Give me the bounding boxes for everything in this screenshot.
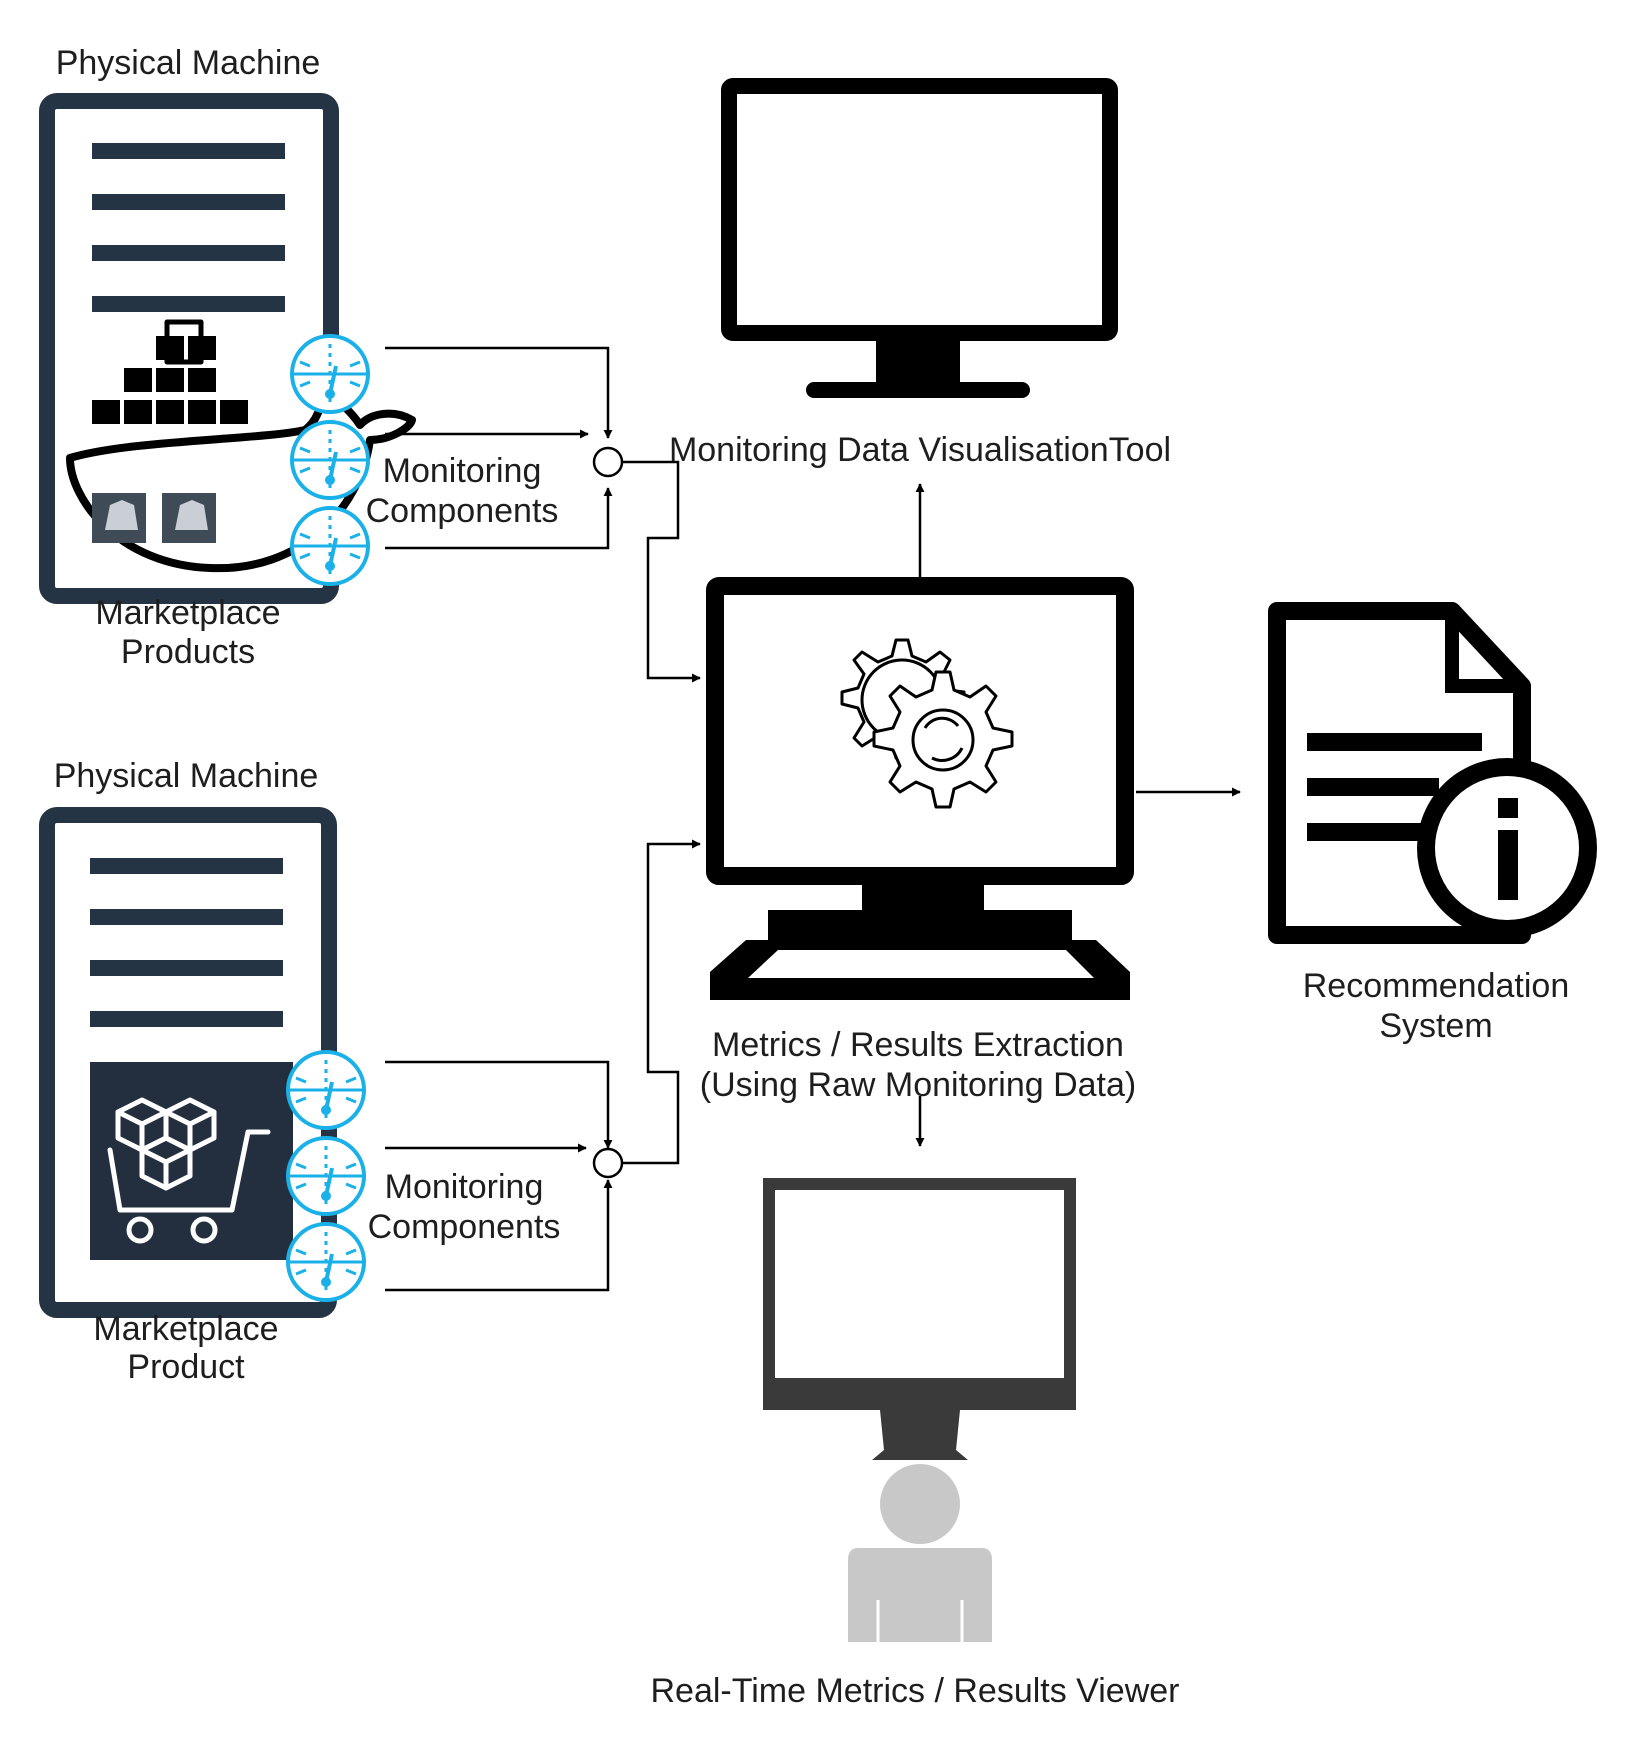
extraction-label-line1: Metrics / Results Extraction xyxy=(712,1026,1124,1064)
recommendation-label-line2: System xyxy=(1379,1007,1492,1045)
machine-1-connectors xyxy=(385,346,701,683)
product-2-label-line2: Product xyxy=(127,1348,245,1386)
product-1-label-line2: Products xyxy=(121,633,255,671)
recommendation-label-line1: Recommendation xyxy=(1303,967,1569,1005)
viewer-label: Real-Time Metrics / Results Viewer xyxy=(650,1672,1179,1710)
machine-2-connectors xyxy=(385,839,701,1292)
physical-machine-1: Physical Machine xyxy=(39,44,559,671)
machine-2-title: Physical Machine xyxy=(54,757,319,795)
visualisation-tool-label: Monitoring Data VisualisationTool xyxy=(669,431,1171,469)
product-thumbnails xyxy=(92,493,216,543)
physical-machine-2: Physical Machine xyxy=(39,757,561,1386)
monitoring-1-label-line1: Monitoring xyxy=(383,452,542,490)
monitoring-2-label-line1: Monitoring xyxy=(385,1168,544,1206)
monitoring-probes-1 xyxy=(290,334,370,586)
server-1-rack-lines xyxy=(92,143,285,312)
info-document-icon xyxy=(1268,602,1597,944)
machine-1-title: Physical Machine xyxy=(56,44,321,82)
extraction-connectors xyxy=(915,483,1241,1147)
extraction-label-line2: (Using Raw Monitoring Data) xyxy=(700,1066,1137,1104)
product-2-label-line1: Marketplace xyxy=(93,1310,278,1348)
product-1-label-line1: Marketplace xyxy=(95,594,280,632)
monitor-icon xyxy=(721,78,1118,398)
monitoring-1-label-line2: Components xyxy=(366,492,559,530)
gear-computer-icon xyxy=(706,577,1134,1000)
user-monitor-icon xyxy=(763,1178,1076,1642)
monitoring-2-label-line2: Components xyxy=(368,1208,561,1246)
monitoring-probes-2 xyxy=(286,1050,366,1302)
marketplace-cart-icon xyxy=(90,1062,293,1260)
server-2-rack-lines xyxy=(90,858,283,1027)
